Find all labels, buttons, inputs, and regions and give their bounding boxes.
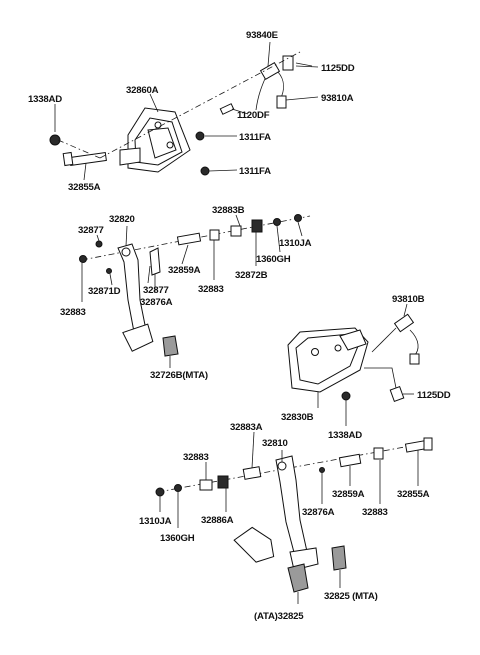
label-32886A: 32886A	[201, 515, 234, 526]
label-1360GH-top: 1360GH	[256, 254, 291, 265]
label-32855A-top: 32855A	[68, 182, 101, 193]
label-1338AD-mid: 1338AD	[328, 430, 362, 441]
label-32883B: 32883B	[212, 205, 245, 216]
label-32872B: 32872B	[235, 270, 268, 281]
label-32810: 32810	[262, 438, 288, 449]
label-32876A-top: 32876A	[140, 297, 173, 308]
label-32859A-top: 32859A	[168, 265, 201, 276]
label-32883-b: 32883	[198, 284, 224, 295]
label-1338AD-top: 1338AD	[28, 94, 62, 105]
label-1310JA-top: 1310JA	[279, 238, 312, 249]
label-32877-a: 32877	[78, 225, 104, 236]
label-32883-c: 32883	[183, 452, 209, 463]
brake-pedal-assembly	[155, 431, 433, 604]
label-32825-ata: (ATA)32825	[254, 611, 304, 622]
label-32825-mta: 32825 (MTA)	[324, 591, 378, 602]
label-32883-a: 32883	[60, 307, 86, 318]
label-1311FA-a: 1311FA	[239, 132, 271, 143]
brake-bracket-assembly-mid	[287, 303, 420, 426]
label-93840E: 93840E	[246, 30, 279, 41]
label-1125DD-top: 1125DD	[321, 63, 355, 74]
label-1120DF: 1120DF	[237, 110, 270, 121]
label-32855A-bot: 32855A	[397, 489, 430, 500]
label-32871D: 32871D	[88, 286, 121, 297]
label-32883A: 32883A	[230, 422, 263, 433]
label-1360GH-bot: 1360GH	[160, 533, 195, 544]
label-1310JA-bot: 1310JA	[139, 516, 172, 527]
label-32820: 32820	[109, 214, 135, 225]
label-32830B: 32830B	[281, 412, 314, 423]
label-32726B: 32726B(MTA)	[150, 370, 208, 381]
label-32859A-bot: 32859A	[332, 489, 365, 500]
label-32860A: 32860A	[126, 85, 159, 96]
brake-bracket-assembly-top	[49, 41, 319, 181]
clutch-pedal-assembly	[79, 214, 311, 368]
label-32876A-bot: 32876A	[302, 507, 335, 518]
label-93810B: 93810B	[392, 294, 425, 305]
label-32877-b: 32877	[143, 285, 169, 296]
label-1125DD-mid: 1125DD	[417, 390, 451, 401]
label-1311FA-b: 1311FA	[239, 166, 271, 177]
label-93810A: 93810A	[321, 93, 354, 104]
label-32883-d: 32883	[362, 507, 388, 518]
